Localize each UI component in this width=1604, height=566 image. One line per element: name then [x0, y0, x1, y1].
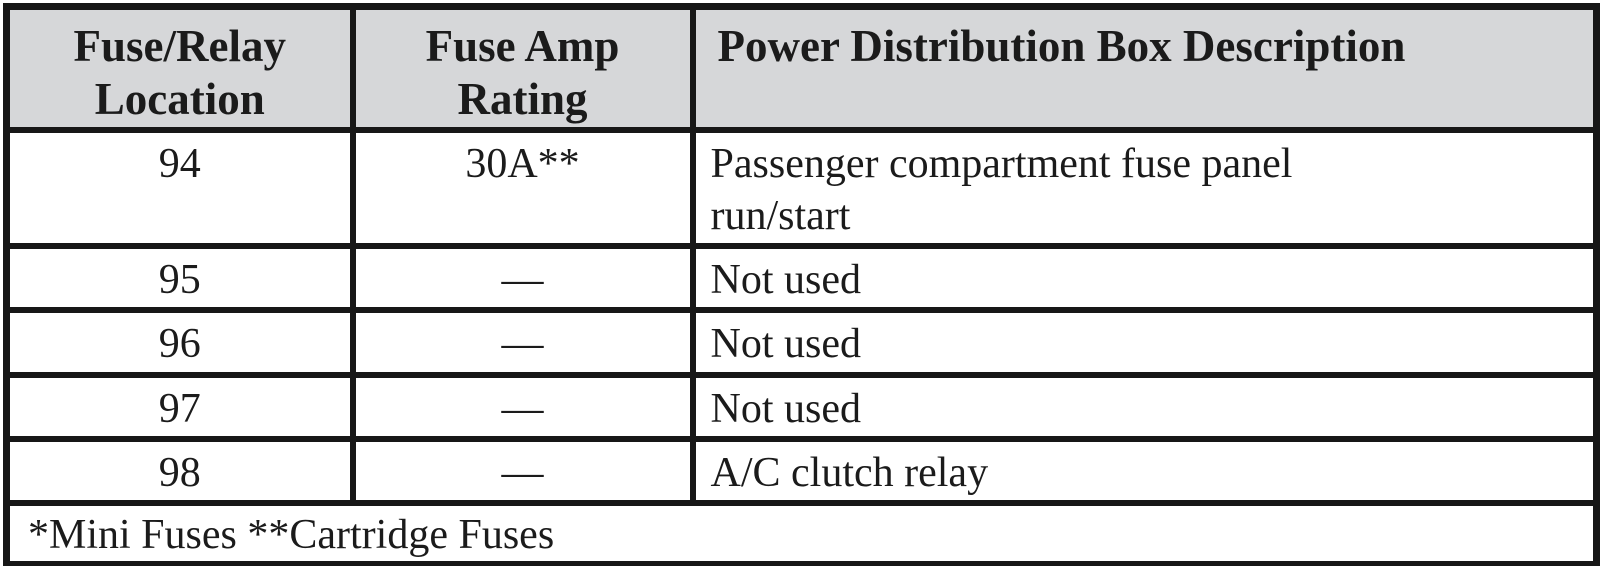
fuse-amp-rating-cell: —	[349, 243, 696, 314]
footnote: *Mini Fuses **Cartridge Fuses	[3, 499, 1600, 566]
fuse-description-cell: A/C clutch relay	[689, 435, 1600, 506]
fuse-description-cell: Not used	[689, 371, 1600, 442]
fuse-amp-rating-cell: 30A**	[349, 127, 696, 250]
fuse-table: Fuse/Relay Location Fuse Amp Rating Powe…	[3, 3, 1600, 566]
fuse-description-cell: Passenger compartment fuse panel run/sta…	[689, 127, 1600, 250]
fuse-amp-rating-cell: —	[349, 371, 696, 442]
col-header-power-distribution-box-description: Power Distribution Box Description	[689, 3, 1600, 134]
footnote-row: *Mini Fuses **Cartridge Fuses	[3, 499, 1600, 566]
fuse-location-cell: 96	[3, 307, 356, 378]
fuse-table-row: 95 — Not used	[3, 243, 1600, 314]
fuse-table-row: 94 30A** Passenger compartment fuse pane…	[3, 127, 1600, 250]
fuse-description-cell: Not used	[689, 307, 1600, 378]
header-row: Fuse/Relay Location Fuse Amp Rating Powe…	[3, 3, 1600, 134]
fuse-table-row: 98 — A/C clutch relay	[3, 435, 1600, 506]
fuse-amp-rating-cell: —	[349, 307, 696, 378]
fuse-amp-rating-cell: —	[349, 435, 696, 506]
fuse-table-row: 96 — Not used	[3, 307, 1600, 378]
col-header-fuse-amp-rating: Fuse Amp Rating	[349, 3, 696, 134]
fuse-table-body: 94 30A** Passenger compartment fuse pane…	[3, 127, 1600, 506]
col-header-fuse-relay-location: Fuse/Relay Location	[3, 3, 356, 134]
fuse-description-cell: Not used	[689, 243, 1600, 314]
fuse-location-cell: 97	[3, 371, 356, 442]
fuse-location-cell: 95	[3, 243, 356, 314]
fuse-table-row: 97 — Not used	[3, 371, 1600, 442]
fuse-location-cell: 98	[3, 435, 356, 506]
fuse-location-cell: 94	[3, 127, 356, 250]
